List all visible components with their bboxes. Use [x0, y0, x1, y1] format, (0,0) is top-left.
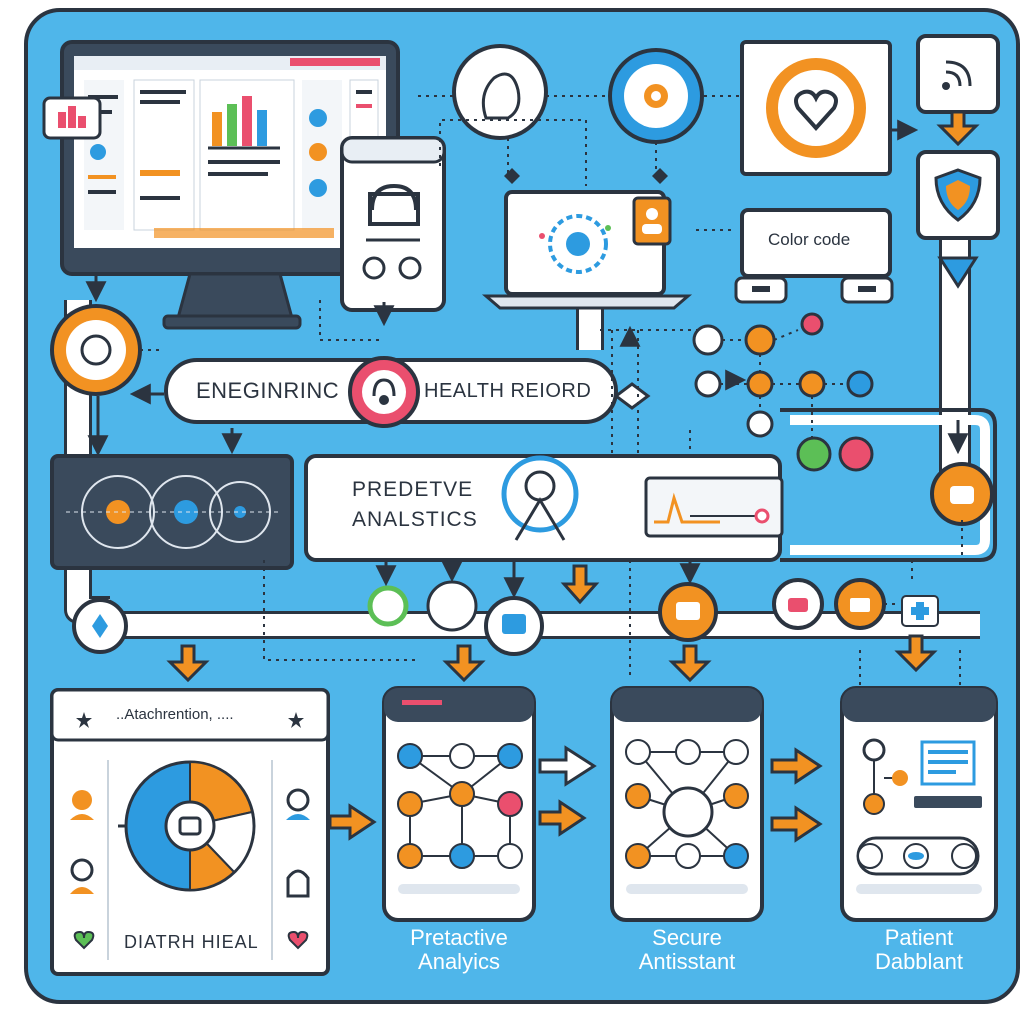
- person-icon: [452, 44, 548, 140]
- phone-predictive: [382, 686, 536, 922]
- grid-node: [694, 370, 722, 398]
- lock-icon: [348, 356, 420, 428]
- monitor-icon: [60, 40, 400, 330]
- grid-node: [746, 410, 774, 438]
- phone-patient: [840, 686, 998, 922]
- gear-icon: [50, 454, 294, 570]
- grid-node: [846, 370, 874, 398]
- caption-predictive: Pretactive Analyics: [410, 925, 508, 974]
- tablet-icon: [340, 136, 446, 312]
- right-frame: [780, 408, 997, 562]
- star-icon: [76, 712, 92, 728]
- grid-node: [798, 370, 826, 398]
- color-code-label: Color code: [768, 230, 851, 249]
- health-record-label: HEALTH REIORD: [424, 380, 592, 402]
- shield-icon: [916, 150, 1000, 240]
- grid-node: [744, 324, 776, 356]
- heart-icon: [740, 40, 892, 176]
- laptop-icon: [481, 190, 693, 310]
- phone-secure: [610, 686, 764, 922]
- doctor-node: [501, 455, 579, 541]
- orange-node-right: [930, 462, 994, 526]
- predictive-label-2: ANALSTICS: [352, 508, 478, 531]
- attachment-label: ..Atachrention, ....: [116, 706, 234, 723]
- plus-icon: [901, 595, 939, 627]
- grid-node: [796, 436, 832, 472]
- panel-footer-label: DIATRH HIEAL: [124, 932, 259, 952]
- health-panel: [50, 688, 330, 976]
- chart-icon: [42, 96, 102, 140]
- target-node: [608, 48, 704, 144]
- grid-node: [800, 312, 824, 336]
- engineering-label: ENEGINRINC: [196, 378, 340, 403]
- orange-node-left: [50, 304, 142, 396]
- band-node: [367, 585, 409, 627]
- grid-node: [746, 370, 774, 398]
- caption-secure: Secure Antisstant: [638, 925, 736, 974]
- caption-patient: Patient Dabblant: [874, 925, 964, 974]
- grid-node: [838, 436, 874, 472]
- wifi-icon: [916, 34, 1000, 114]
- band-node: [426, 580, 478, 632]
- predictive-label-1: PREDETVE: [352, 478, 474, 501]
- color-code-box: [740, 208, 892, 278]
